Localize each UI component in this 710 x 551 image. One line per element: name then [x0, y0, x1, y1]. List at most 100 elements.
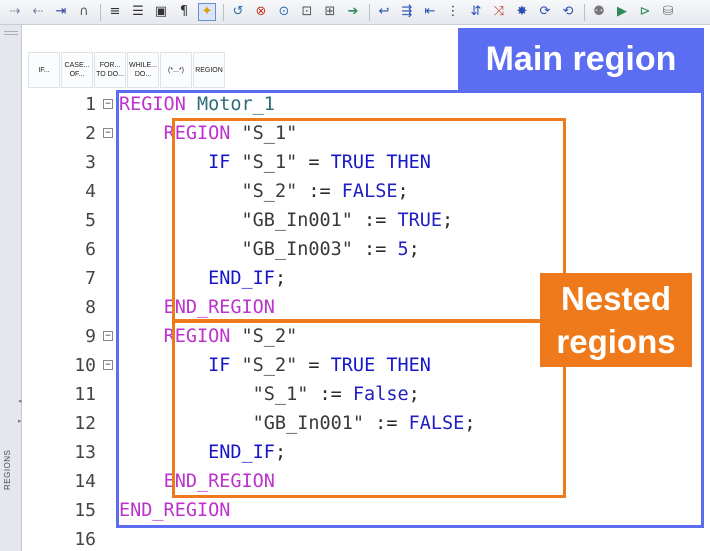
highlight-icon[interactable]: ✸ [516, 4, 528, 19]
format-icon[interactable]: ¶ [179, 4, 189, 19]
outdent-icon[interactable]: ⇠ [32, 4, 44, 19]
snippet-for-button[interactable]: FOR...TO DO... [94, 52, 126, 88]
network-icon[interactable]: ⤨ [493, 4, 505, 19]
code-token: = [297, 355, 331, 376]
grid-icon[interactable]: ⊞ [324, 4, 336, 19]
code-line[interactable]: IF "S_2" = TRUE THEN [119, 351, 431, 380]
columns-icon[interactable]: ⋮ [446, 4, 460, 19]
code-token: := [364, 413, 409, 434]
snippet-label-line2: OF... [69, 71, 85, 78]
code-token: "S_1" [241, 152, 298, 173]
snippet-case-button[interactable]: CASE...OF... [61, 52, 93, 88]
step-over-icon[interactable]: ⇶ [401, 4, 413, 19]
insert-block-icon[interactable]: ⇥ [55, 4, 67, 19]
panel-grip-icon[interactable] [4, 31, 18, 35]
code-line[interactable]: REGION Motor_1 [119, 90, 275, 119]
snippet-comment-button[interactable]: (*...*) [160, 52, 192, 88]
line-number: 4 [85, 181, 96, 202]
sync-icon[interactable]: ⟲ [562, 4, 574, 19]
code-token: "S_2" [241, 355, 298, 376]
code-token: "S_2" [241, 326, 298, 347]
code-line[interactable]: END_REGION [119, 496, 230, 525]
code-token: END_REGION [119, 500, 231, 521]
watch-icon[interactable]: ⊳ [639, 4, 651, 19]
code-line[interactable]: REGION "S_1" [119, 119, 298, 148]
display-icon[interactable]: ▣ [154, 4, 168, 19]
code-token: ; [442, 210, 454, 231]
snippet-label-line2: TO DO... [96, 71, 124, 78]
breakpoint-delete-icon[interactable]: ⊗ [255, 4, 267, 19]
regions-panel-label[interactable]: REGIONS [3, 449, 12, 491]
code-token: Motor_1 [196, 94, 275, 115]
code-token: = [297, 152, 331, 173]
fold-toggle-icon[interactable]: − [103, 360, 113, 370]
line-number: 1 [85, 94, 96, 115]
step-into-icon[interactable]: ↩ [378, 4, 390, 19]
snippet-label-line1: REGION [195, 66, 223, 74]
line-number: 9 [85, 326, 96, 347]
nested-regions-label: Nested regions [540, 273, 692, 367]
code-token: END_IF [208, 442, 275, 463]
magnet-icon[interactable]: ∩ [79, 4, 89, 19]
snippet-region-button[interactable]: REGION [193, 52, 225, 88]
code-token: "GB_In003" [241, 239, 353, 260]
code-token: FALSE [408, 413, 465, 434]
nested-label-line1: Nested [560, 280, 672, 317]
code-token: ; [408, 384, 420, 405]
code-token: REGION [163, 326, 231, 347]
list-icon[interactable]: ☰ [132, 4, 144, 19]
nested-label-line2: regions [556, 323, 676, 360]
code-line[interactable]: REGION "S_2" [119, 322, 298, 351]
snippet-while-button[interactable]: WHILE...DO... [127, 52, 159, 88]
fold-toggle-icon[interactable]: − [103, 99, 113, 109]
code-line[interactable]: "GB_In003" := 5; [119, 235, 420, 264]
align-left-icon[interactable]: ≡ [109, 4, 121, 19]
breakpoint-toggle-icon[interactable]: ⊙ [278, 4, 290, 19]
code-line[interactable]: "S_2" := FALSE; [119, 177, 409, 206]
monitor-icon[interactable]: ▶ [617, 4, 627, 19]
expand-arrow-icon[interactable]: ◂ [18, 397, 22, 405]
toolbar-separator [223, 4, 224, 21]
code-line[interactable]: END_REGION [119, 293, 275, 322]
code-line[interactable]: "GB_In001" := TRUE; [119, 206, 454, 235]
code-token: ; [408, 239, 420, 260]
step-out-icon[interactable]: ⇤ [424, 4, 436, 19]
code-token: := [297, 181, 342, 202]
code-token: ; [274, 442, 287, 463]
users-icon[interactable]: ⚉ [593, 4, 605, 19]
code-token: THEN [386, 355, 431, 376]
code-token: "GB_In001" [241, 210, 353, 231]
code-token: := [352, 239, 398, 260]
refresh-icon[interactable]: ⟳ [539, 4, 551, 19]
sort-icon[interactable]: ⇵ [470, 4, 482, 19]
toolbar-separator [100, 4, 101, 21]
bookmark-icon[interactable]: ⊡ [301, 4, 313, 19]
line-number: 7 [85, 268, 96, 289]
editor-toolbar: ⇢ ⇠ ⇥ ∩ ≡ ☰ ▣ ¶ ✦ ↺ ⊗ ⊙ ⊡ ⊞ ➔ ↩ ⇶ ⇤ ⋮ ⇵ ⤨ ✸ ⟳ ⟲ ⚉ ▶ ⊳ ⛁ [0, 0, 710, 25]
line-number: 8 [85, 297, 96, 318]
code-token: False [352, 384, 409, 405]
code-token: ; [397, 181, 409, 202]
code-line[interactable]: END_REGION [119, 467, 275, 496]
nested-region-highlight-1 [172, 118, 566, 322]
indent-icon[interactable]: ⇢ [9, 4, 21, 19]
code-line[interactable]: END_IF; [119, 264, 286, 293]
fold-toggle-icon[interactable]: − [103, 331, 113, 341]
collapse-arrow-icon[interactable]: ▸ [18, 417, 22, 425]
code-line[interactable]: END_IF; [119, 438, 286, 467]
code-token: END_IF [208, 268, 275, 289]
snippet-if-button[interactable]: IF... [28, 52, 60, 88]
breakpoint-set-icon[interactable]: ↺ [232, 4, 244, 19]
code-token: := [352, 210, 398, 231]
code-line[interactable]: "S_1" := False; [119, 380, 420, 409]
code-token: END_REGION [163, 297, 275, 318]
code-line[interactable]: "GB_In001" := FALSE; [119, 409, 476, 438]
go-to-icon[interactable]: ➔ [347, 4, 359, 19]
fold-toggle-icon[interactable]: − [103, 128, 113, 138]
regions-side-panel[interactable]: ◂ ▸ REGIONS [0, 25, 22, 551]
code-token: THEN [386, 152, 431, 173]
code-line[interactable]: IF "S_1" = TRUE THEN [119, 148, 431, 177]
database-icon[interactable]: ⛁ [662, 4, 674, 19]
magic-wand-icon[interactable]: ✦ [198, 3, 216, 21]
